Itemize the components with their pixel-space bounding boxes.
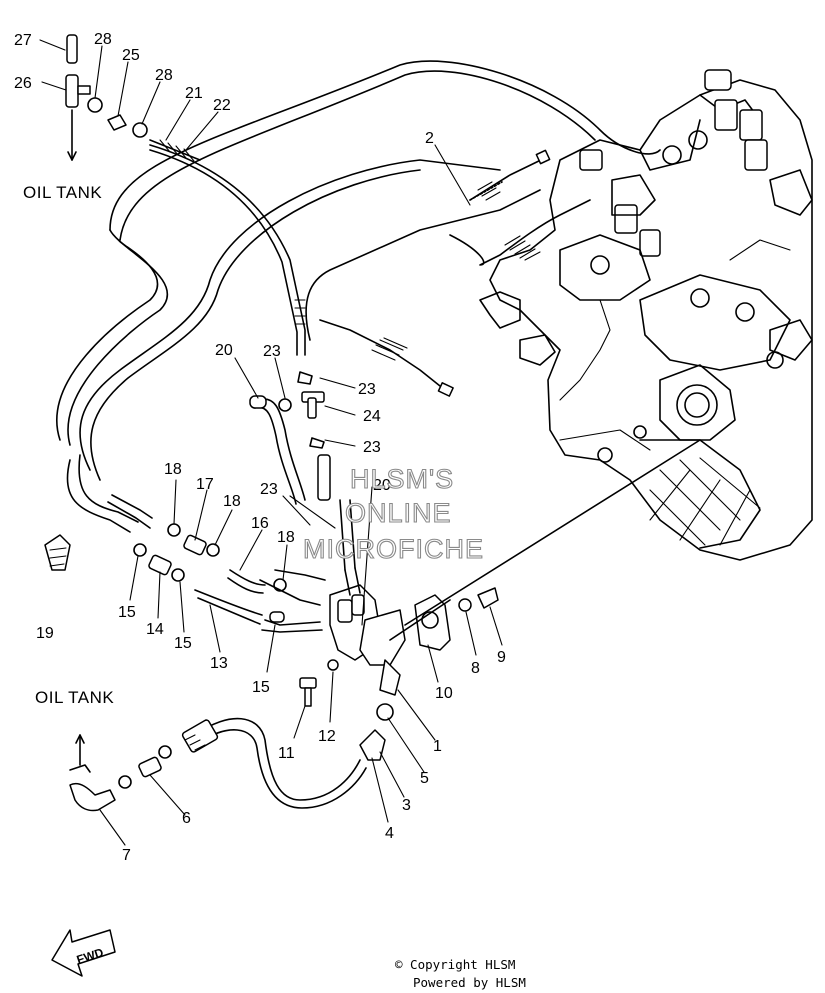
callout-6: 6: [182, 810, 191, 827]
oil-hose-21-22: [56, 60, 661, 533]
callout-15: 15: [252, 679, 270, 696]
callout-14: 14: [146, 621, 164, 638]
callout-18: 18: [277, 529, 295, 546]
watermark: HLSM'S ONLINE MICROFICHE: [302, 463, 484, 564]
callout-23: 23: [263, 343, 281, 360]
watermark-line-1: HLSM'S: [350, 464, 454, 494]
callout-25: 25: [122, 47, 140, 64]
left-hoses-filters: [44, 523, 287, 625]
oil-tank-label-top: OIL TANK: [23, 183, 102, 202]
center-hose-assembly: [249, 371, 331, 505]
callout-10: 10: [435, 685, 453, 702]
callout-1: 1: [433, 738, 442, 755]
powered-by-text: Powered by HLSM: [413, 975, 526, 990]
callout-15: 15: [118, 604, 136, 621]
callout-16: 16: [251, 515, 269, 532]
callout-24: 24: [363, 408, 381, 425]
top-left-fittings: [65, 34, 201, 161]
fwd-arrow: FWD: [51, 929, 116, 977]
callout-23: 23: [363, 439, 381, 456]
callout-20: 20: [373, 477, 391, 494]
callout-15: 15: [174, 635, 192, 652]
watermark-line-3: MICROFICHE: [303, 534, 484, 564]
callout-4: 4: [385, 825, 394, 842]
callout-5: 5: [420, 770, 429, 787]
throttle-cable-2: [305, 149, 591, 397]
callout-20: 20: [215, 342, 233, 359]
callout-23: 23: [260, 481, 278, 498]
callout-28: 28: [155, 67, 173, 84]
callout-18: 18: [164, 461, 182, 478]
callout-8: 8: [471, 660, 480, 677]
callout-28: 28: [94, 31, 112, 48]
callout-9: 9: [497, 649, 506, 666]
callout-26: 26: [14, 75, 32, 92]
callout-13: 13: [210, 655, 228, 672]
callout-22: 22: [213, 97, 231, 114]
callout-numbers: 27 26 28 25 28 21 22 2 20 23 23 24 23 20…: [14, 31, 506, 864]
callout-7: 7: [122, 847, 131, 864]
callout-18: 18: [223, 493, 241, 510]
engine-block: [479, 69, 813, 561]
callout-21: 21: [185, 85, 203, 102]
callout-23: 23: [358, 381, 376, 398]
callout-27: 27: [14, 32, 32, 49]
watermark-line-2: ONLINE: [345, 498, 452, 528]
callout-17: 17: [196, 476, 214, 493]
copyright-text: © Copyright HLSM: [395, 957, 515, 972]
callout-19: 19: [36, 625, 54, 642]
callout-12: 12: [318, 728, 336, 745]
oil-tank-label-bottom: OIL TANK: [35, 688, 114, 707]
callout-11: 11: [278, 745, 295, 762]
callout-3: 3: [402, 797, 411, 814]
callout-2: 2: [425, 130, 434, 147]
leader-lines: [39, 39, 503, 846]
bottom-hose-assembly: [69, 703, 394, 812]
